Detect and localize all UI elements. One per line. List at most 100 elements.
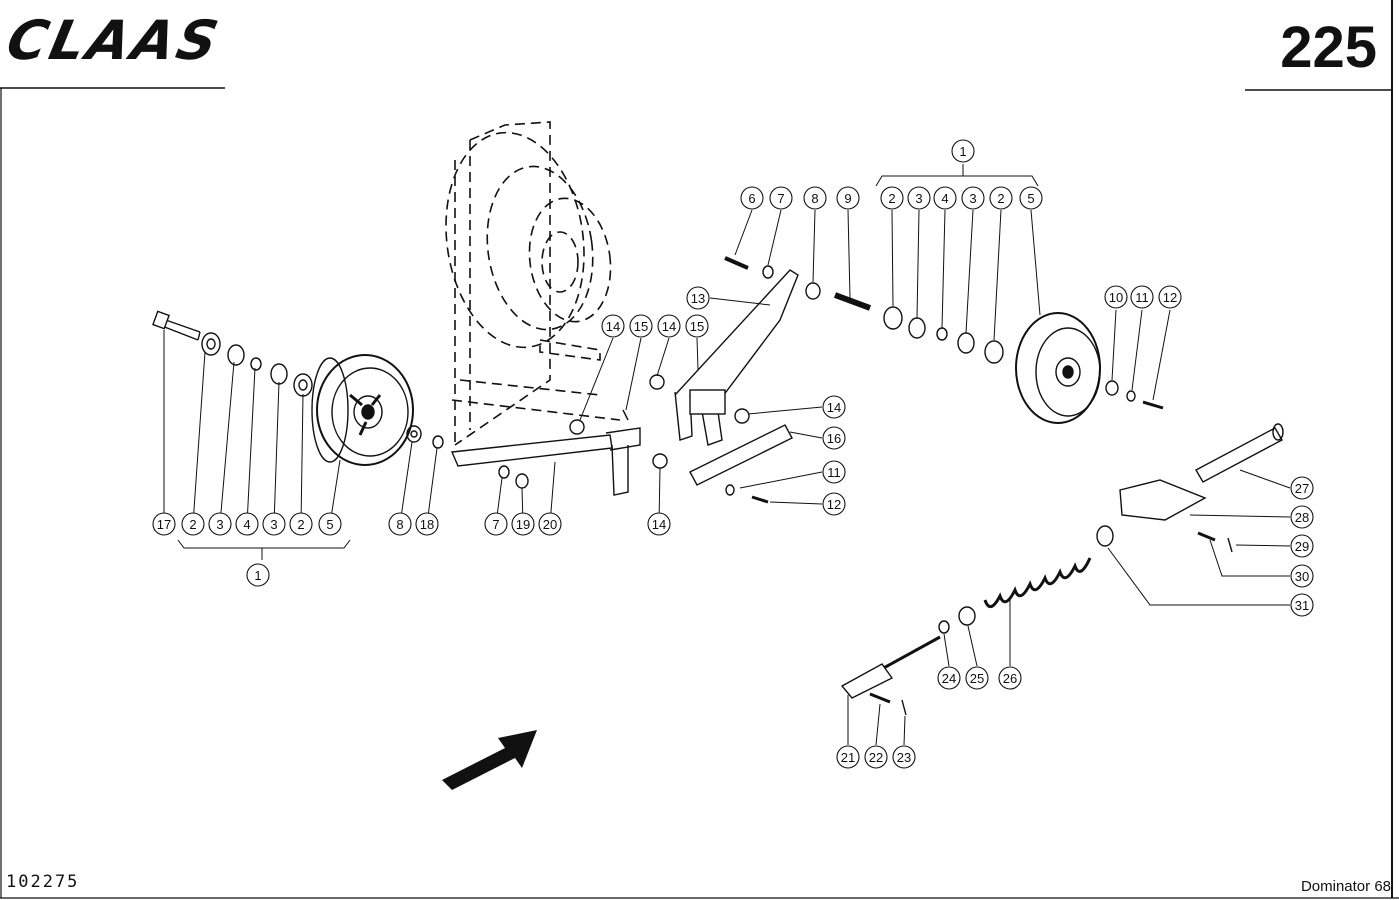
callout-label: 19 [516, 517, 530, 532]
callout-label: 21 [841, 750, 855, 765]
washer-8 [406, 425, 422, 443]
callout-label: 29 [1295, 539, 1309, 554]
callout-label: 17 [157, 517, 171, 532]
tensioner-arm-assembly [450, 256, 872, 504]
callout-label: 7 [777, 191, 784, 206]
phantom-machine-outline [445, 121, 621, 446]
callout-29: 29 [1290, 534, 1314, 558]
callout-28: 28 [1290, 505, 1314, 529]
callout-label: 12 [827, 497, 841, 512]
callout-14: 14 [822, 395, 846, 419]
callout-label: 2 [888, 191, 895, 206]
ring-3 [227, 344, 245, 366]
bolt-22 [869, 692, 891, 704]
callout-10: 10 [1104, 285, 1128, 309]
washer-25 [958, 606, 976, 626]
sleeve-27 [1195, 427, 1283, 483]
nut-8 [805, 282, 821, 300]
bolt-12 [751, 495, 769, 504]
callout-label: 18 [420, 517, 434, 532]
callout-label: 13 [691, 291, 705, 306]
callout-7: 7 [484, 512, 508, 536]
ring-3b [270, 363, 288, 385]
nut-19 [515, 473, 529, 489]
pin-9 [833, 292, 872, 311]
bracket-28 [1119, 479, 1207, 521]
callout-1-bottom: 1 [246, 563, 270, 587]
callout-12: 12 [1158, 285, 1182, 309]
callout-14: 14 [601, 314, 625, 338]
spring-rod-assembly [840, 423, 1284, 716]
callout-label: 4 [941, 191, 948, 206]
callout-label: 1 [254, 568, 261, 583]
nut-24 [938, 620, 950, 634]
bolt-17 [159, 317, 201, 341]
callout-3: 3 [208, 512, 232, 536]
washer-11 [725, 484, 735, 496]
arm-20 [450, 434, 613, 467]
callout-label: 5 [326, 517, 333, 532]
callout-1-top: 1 [951, 139, 975, 163]
callout-label: 12 [1163, 290, 1177, 305]
callout-3: 3 [262, 512, 286, 536]
callout-label: 14 [827, 400, 841, 415]
callout-9: 9 [836, 186, 860, 210]
callout-label: 14 [662, 319, 676, 334]
callout-label: 15 [634, 319, 648, 334]
callout-label: 10 [1109, 290, 1123, 305]
callout-14: 14 [657, 314, 681, 338]
callout-2: 2 [181, 512, 205, 536]
callout-12: 12 [822, 492, 846, 516]
callout-label: 25 [970, 671, 984, 686]
callout-label: 31 [1295, 598, 1309, 613]
bushing-14d [734, 408, 750, 424]
callout-label: 1 [959, 144, 966, 159]
spring-26 [983, 557, 1092, 608]
callout-18: 18 [415, 512, 439, 536]
callout-2: 2 [289, 512, 313, 536]
rod-21 [879, 635, 941, 672]
bearing-2 [201, 332, 221, 356]
callout-2: 2 [880, 186, 904, 210]
ring-4 [250, 357, 262, 371]
callout-label: 7 [492, 517, 499, 532]
callout-14: 14 [647, 512, 671, 536]
callout-label: 2 [189, 517, 196, 532]
callout-23: 23 [892, 745, 916, 769]
callout-label: 4 [243, 517, 250, 532]
washer-18 [432, 435, 444, 449]
callout-label: 3 [270, 517, 277, 532]
callout-label: 23 [897, 750, 911, 765]
callout-11: 11 [822, 460, 846, 484]
callout-20: 20 [538, 512, 562, 536]
page-number: 225 [1280, 15, 1377, 80]
callout-15: 15 [629, 314, 653, 338]
callout-label: 3 [915, 191, 922, 206]
callout-16: 16 [822, 426, 846, 450]
callout-label: 2 [997, 191, 1004, 206]
pin-23 [901, 699, 907, 716]
callout-4: 4 [235, 512, 259, 536]
callout-label: 22 [869, 750, 883, 765]
callout-6: 6 [740, 186, 764, 210]
callout-label: 8 [811, 191, 818, 206]
callout-30: 30 [1290, 564, 1314, 588]
callout-7: 7 [769, 186, 793, 210]
callout-11: 11 [1130, 285, 1154, 309]
arm-13 [674, 269, 799, 401]
bushing-14 [569, 419, 585, 435]
callout-label: 6 [748, 191, 755, 206]
callout-22: 22 [864, 745, 888, 769]
callout-label: 3 [969, 191, 976, 206]
callout-label: 26 [1003, 671, 1017, 686]
callout-label: 5 [1027, 191, 1034, 206]
callout-25: 25 [965, 666, 989, 690]
callout-label: 14 [606, 319, 620, 334]
right-pulley-assembly [883, 306, 1164, 424]
callout-26: 26 [998, 666, 1022, 690]
callout-label: 20 [543, 517, 557, 532]
callout-label: 24 [942, 671, 956, 686]
